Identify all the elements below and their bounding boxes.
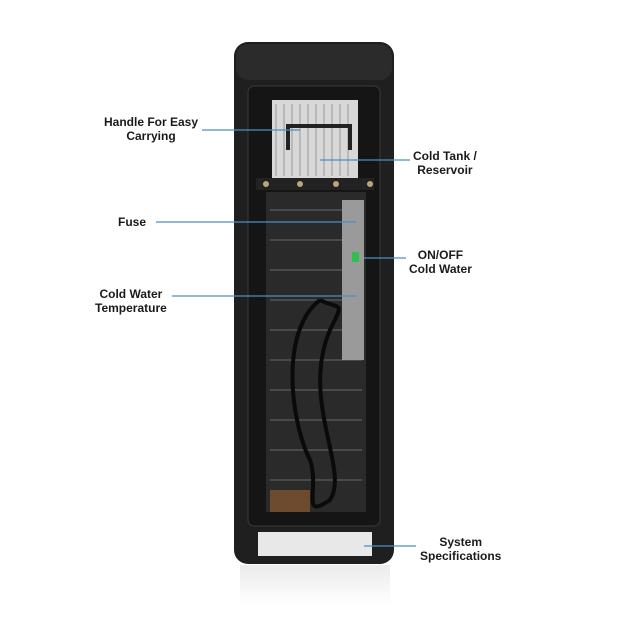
label-line: Cold Water — [99, 287, 163, 301]
label-line: Cold Water — [409, 262, 472, 276]
cold-tank — [272, 100, 358, 178]
label-line: System — [439, 535, 483, 549]
label-line: Handle For Easy — [104, 115, 199, 129]
handle — [286, 124, 352, 150]
spec-plate — [258, 532, 372, 556]
leader-lines — [156, 129, 416, 547]
label-line: Reservoir — [417, 163, 473, 177]
label-line: Carrying — [126, 129, 176, 143]
power-cord — [290, 298, 341, 509]
on-off-switch — [352, 252, 359, 262]
label-fuse: Fuse — [118, 215, 146, 229]
label-cold-tank: Cold Tank /Reservoir — [413, 149, 477, 177]
label-line: Temperature — [95, 301, 167, 315]
label-line: Fuse — [118, 215, 147, 229]
label-line: Cold Tank / — [413, 149, 477, 163]
label-line: ON/OFF — [417, 248, 464, 262]
label-line: Specifications — [420, 549, 502, 563]
